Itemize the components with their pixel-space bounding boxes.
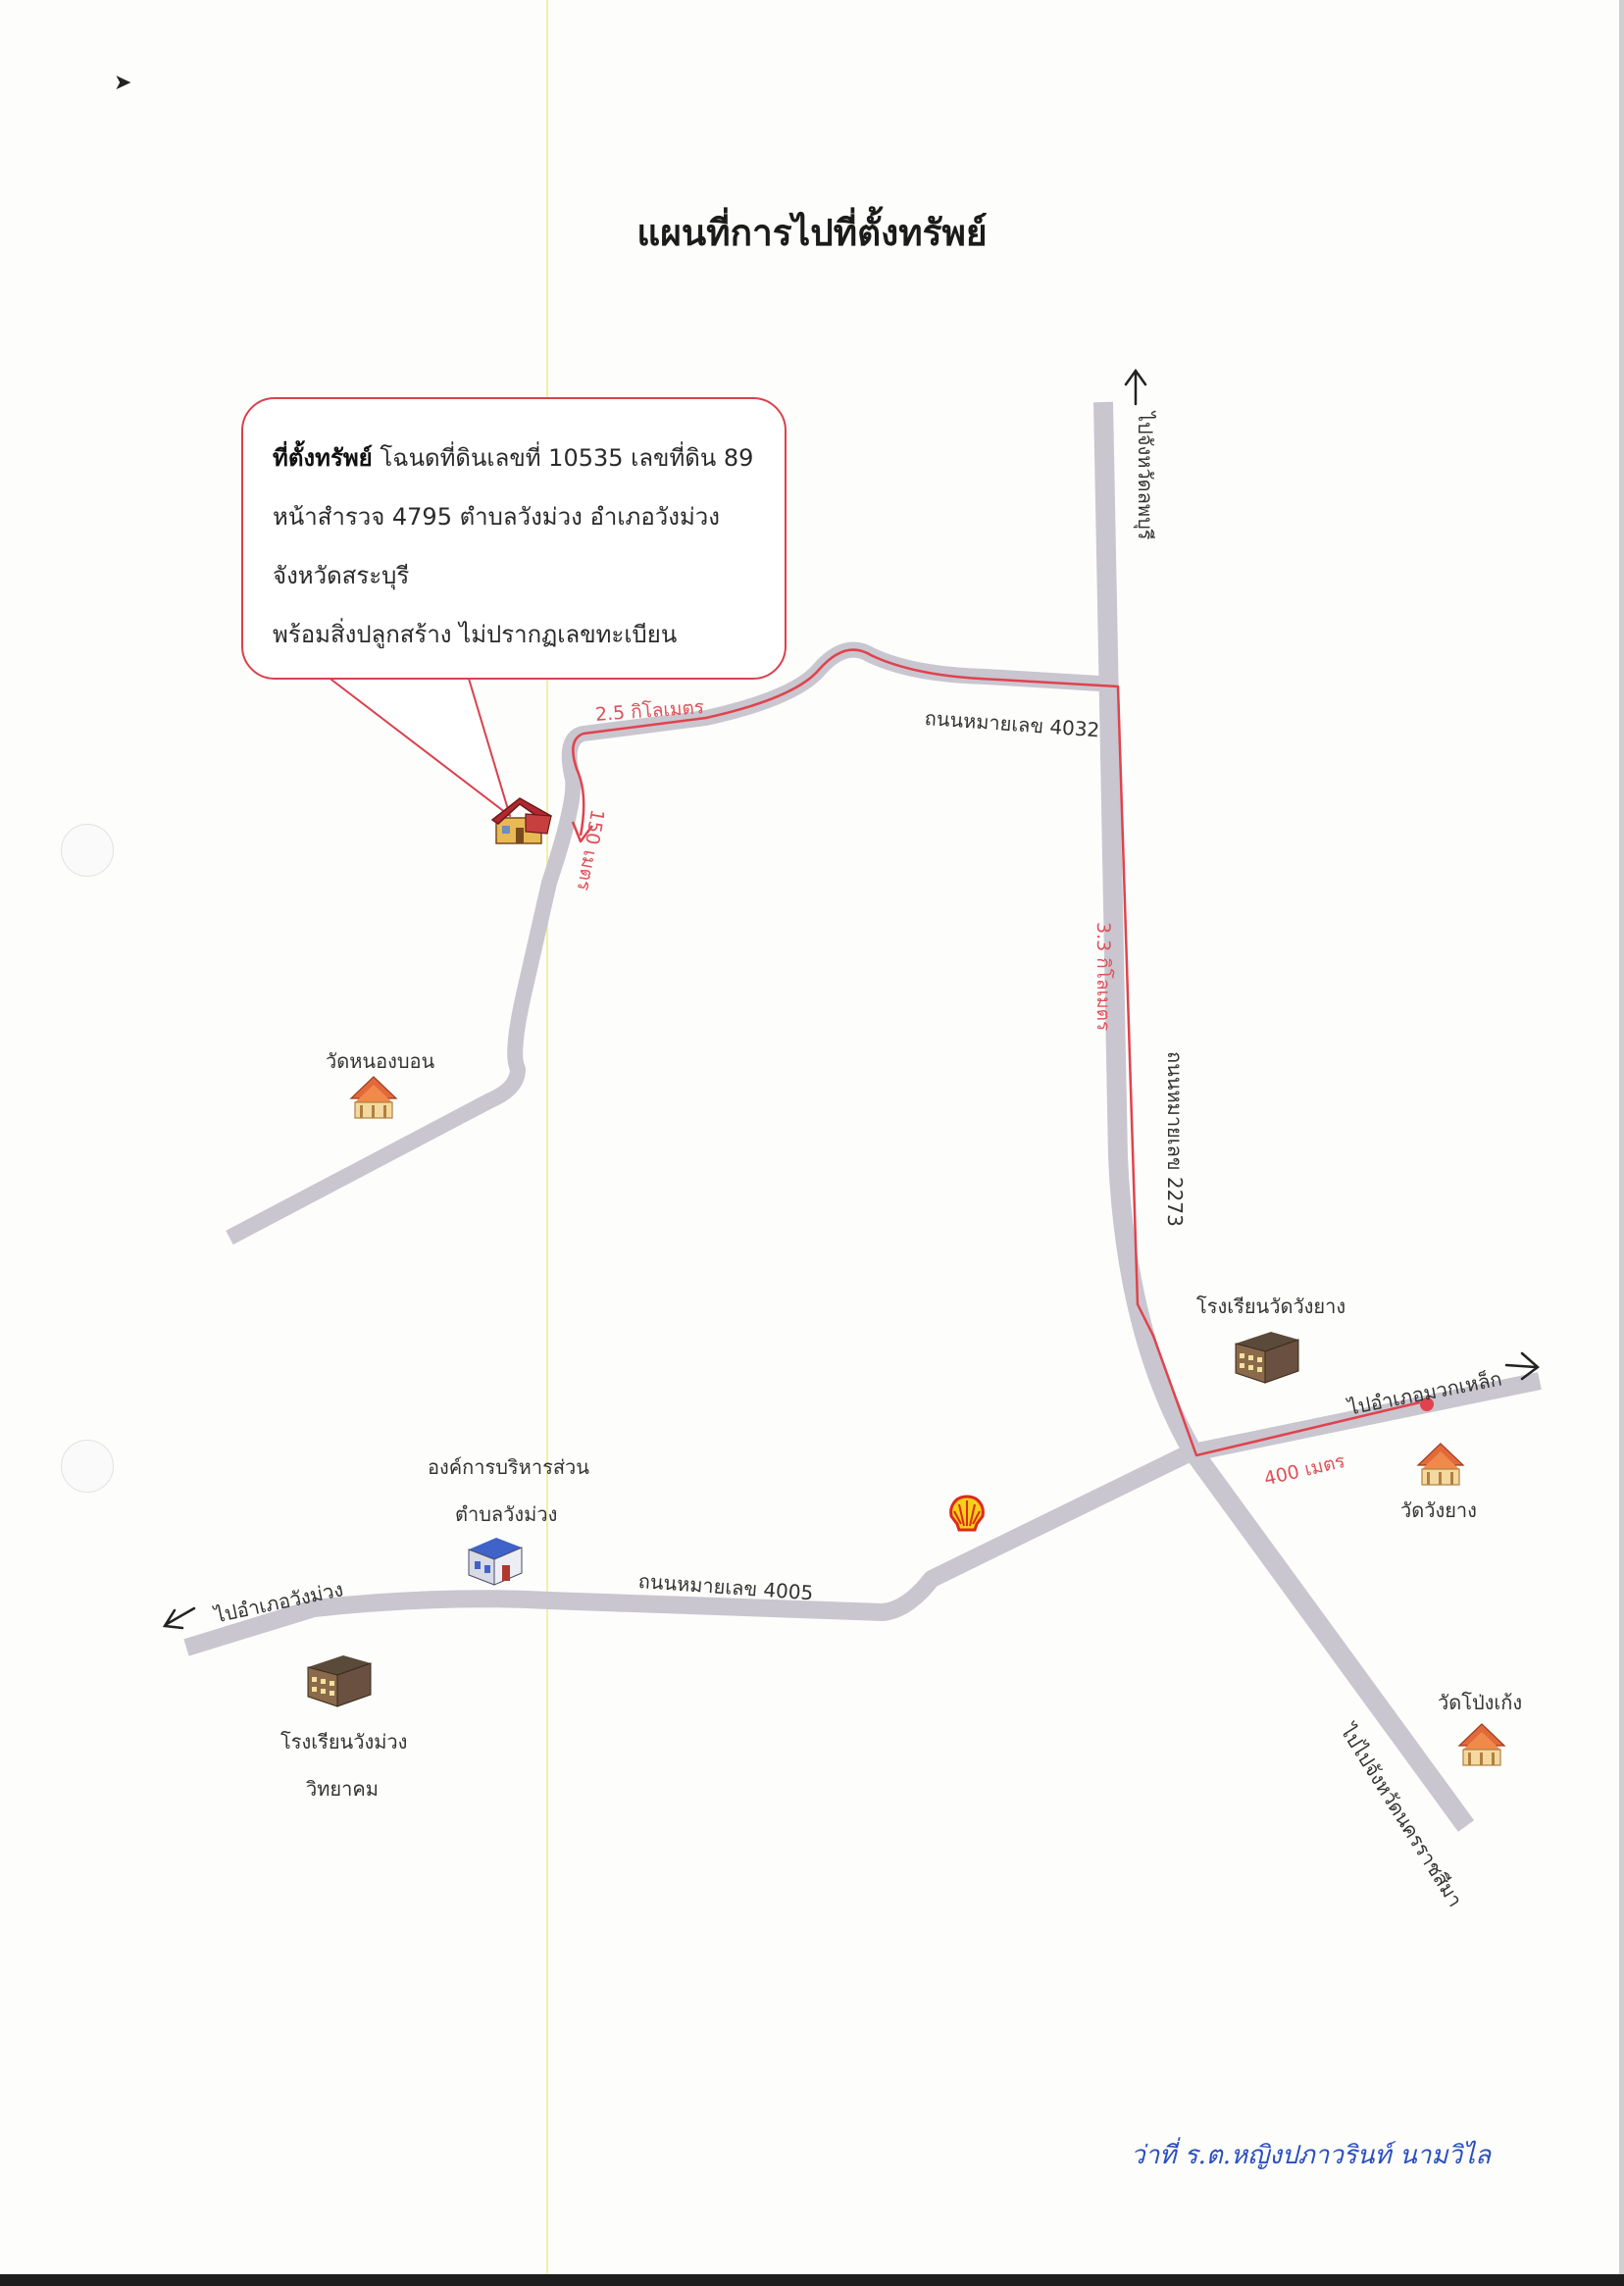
shell-gas-station-icon bbox=[949, 1495, 985, 1532]
distance-3-3km-label: 3.3 กิโลเมตร bbox=[1092, 922, 1114, 1032]
school-wang-muang-label-line1: โรงเรียนวังม่วง bbox=[280, 1730, 408, 1753]
scan-speck: ➤ bbox=[114, 71, 132, 95]
map-title: แผนที่การไปที่ตั้งทรัพย์ bbox=[636, 212, 988, 254]
start-point-marker bbox=[1420, 1397, 1434, 1411]
school-icon bbox=[307, 1655, 372, 1707]
punch-hole-upper bbox=[61, 824, 114, 877]
arrow-east bbox=[1504, 1351, 1540, 1381]
office-icon bbox=[468, 1538, 523, 1586]
school-wang-muang-label-line2: วิทยาคม bbox=[306, 1777, 379, 1801]
road-east-branch bbox=[1187, 1372, 1542, 1462]
punch-hole-lower bbox=[61, 1440, 114, 1493]
info-deed-text: โฉนดที่ดินเลขที่ 10535 เลขที่ดิน 89 bbox=[380, 444, 754, 472]
info-line-3: จังหวัดสระบุรี bbox=[273, 562, 410, 589]
wat-wang-yang-label: วัดวังยาง bbox=[1400, 1499, 1477, 1522]
road-2273 bbox=[1093, 401, 1475, 1832]
route-line bbox=[572, 648, 1421, 1457]
temple-icon bbox=[349, 1076, 398, 1119]
route-arrowhead bbox=[571, 821, 593, 843]
house-icon bbox=[490, 797, 553, 844]
road-4032 bbox=[226, 641, 1117, 1245]
signature: ว่าที่ ร.ต.หญิงปภาวรินท์ นามวิไล bbox=[1131, 2141, 1492, 2170]
wat-nong-bon-label: วัดหนองบอน bbox=[326, 1049, 435, 1073]
arrow-north bbox=[1124, 368, 1147, 406]
wat-pong-kang-label: วัดโป่งเก้ง bbox=[1438, 1691, 1523, 1714]
paper-fold-line bbox=[546, 0, 548, 2286]
info-line-4: พร้อมสิ่งปลูกสร้าง ไม่ปรากฏเลขทะเบียน bbox=[273, 621, 678, 648]
info-line-2: หน้าสำรวจ 4795 ตำบลวังม่วง อำเภอวังม่วง bbox=[273, 503, 720, 531]
temple-icon bbox=[1457, 1723, 1506, 1766]
road-2273-label: ถนนหมายเลข 2273 bbox=[1163, 1051, 1187, 1227]
school-wat-wang-yang-label: โรงเรียนวัดวังยาง bbox=[1196, 1295, 1346, 1318]
arrow-west bbox=[162, 1606, 196, 1630]
to-lopburi-label: ไปจังหวัดลพบุรี bbox=[1134, 412, 1157, 540]
road-4005 bbox=[183, 1445, 1193, 1656]
school-icon bbox=[1235, 1332, 1299, 1384]
tao-label-line2: ตำบลวังม่วง bbox=[455, 1502, 558, 1526]
callout-pointer bbox=[327, 676, 511, 817]
info-heading: ที่ตั้งทรัพย์ bbox=[273, 444, 373, 472]
temple-icon bbox=[1416, 1443, 1465, 1486]
scan-edge-bottom bbox=[0, 2274, 1624, 2286]
tao-label-line1: องค์การบริหารส่วน bbox=[428, 1455, 589, 1479]
info-line-1: ที่ตั้งทรัพย์ โฉนดที่ดินเลขที่ 10535 เลข… bbox=[273, 429, 759, 487]
property-info-callout: ที่ตั้งทรัพย์ โฉนดที่ดินเลขที่ 10535 เลข… bbox=[241, 397, 787, 680]
paper-edge-right bbox=[1619, 0, 1624, 2286]
